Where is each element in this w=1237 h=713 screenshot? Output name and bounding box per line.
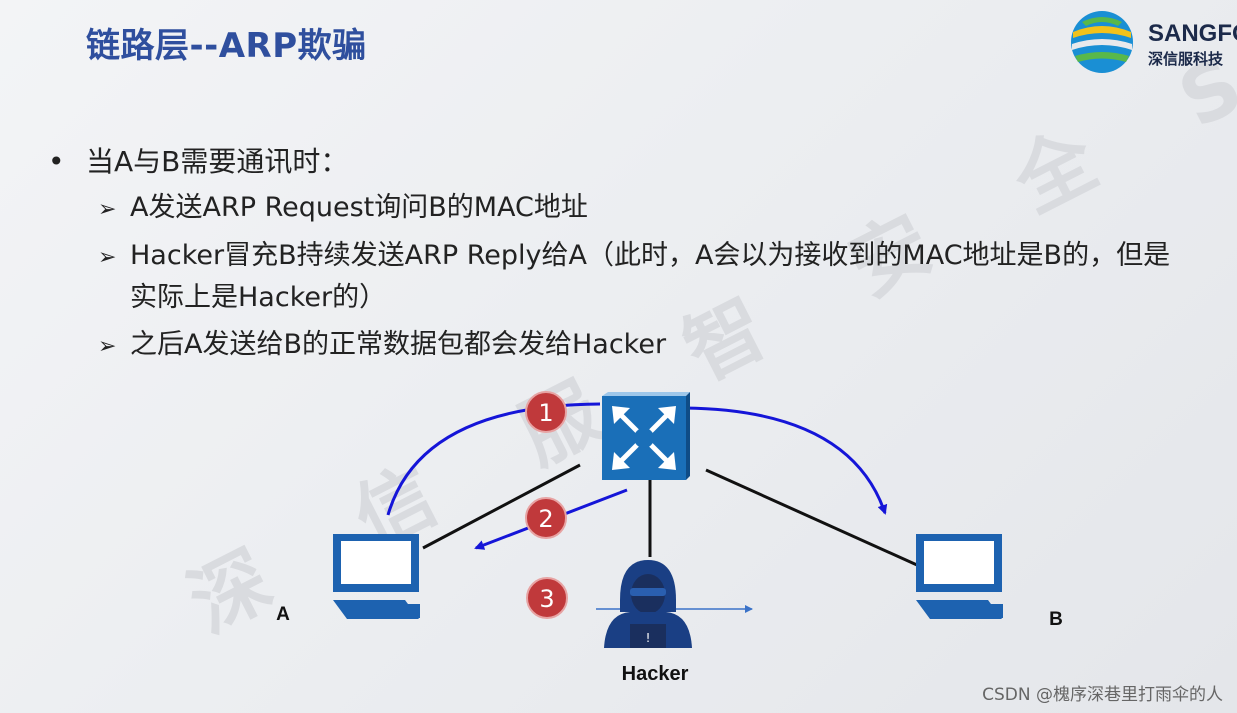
- step-3-badge: 3: [526, 577, 568, 619]
- step-1-badge: 1: [525, 391, 567, 433]
- computer-b-icon: [916, 534, 1003, 619]
- switch-icon: [602, 392, 690, 480]
- logo-globe-icon: [1071, 11, 1133, 73]
- main-bullet-text: 当A与B需要通讯时：: [86, 145, 349, 178]
- node-hacker-label: Hacker: [622, 663, 689, 685]
- link-switch-to-b: [705, 468, 918, 567]
- sub-bullet-text-continued: 实际上是Hacker的）: [130, 282, 387, 313]
- sub-bullet-text: Hacker冒充B持续发送ARP Reply给A（此时，A会以为接收到的MAC地…: [130, 240, 1171, 271]
- computer-a-icon: [333, 534, 420, 619]
- logo-brand-text: SANGFO: [1148, 20, 1237, 47]
- sub-bullet-1: ➢ A发送ARP Request询问B的MAC地址: [98, 188, 588, 230]
- sangfor-logo: SANGFO 深信服科技: [1068, 8, 1237, 78]
- sub-bullet-text: A发送ARP Request询问B的MAC地址: [130, 192, 588, 223]
- node-b-label: B: [1049, 609, 1063, 630]
- node-a-label: A: [276, 604, 290, 625]
- slide-title: 链路层--ARP欺骗: [86, 26, 367, 66]
- sub-bullet-3: ➢ 之后A发送给B的正常数据包都会发给Hacker: [98, 325, 666, 367]
- step-2-badge: 2: [525, 497, 567, 539]
- step-1-label: 1: [538, 399, 553, 427]
- main-bullet: • 当A与B需要通讯时：: [48, 140, 348, 180]
- arrow-request-switch-to-b: [684, 406, 888, 515]
- arrow-bullet-icon: ➢: [98, 197, 117, 222]
- hacker-icon: !: [604, 560, 692, 648]
- arrow-bullet-icon: ➢: [98, 334, 117, 359]
- step-2-label: 2: [538, 505, 553, 533]
- arrow-bullet-icon: ➢: [98, 245, 117, 270]
- logo-brand-cn-text: 深信服科技: [1148, 50, 1224, 68]
- sub-bullet-2: ➢ Hacker冒充B持续发送ARP Reply给A（此时，A会以为接收到的MAC…: [98, 236, 1170, 318]
- csdn-credit: CSDN @槐序深巷里打雨伞的人: [982, 685, 1223, 705]
- bullet-dot: •: [48, 145, 65, 178]
- step-3-label: 3: [539, 585, 554, 613]
- link-switch-to-a: [422, 463, 581, 550]
- sub-bullet-text: 之后A发送给B的正常数据包都会发给Hacker: [130, 329, 667, 360]
- svg-text:!: !: [646, 631, 651, 645]
- arrow-request-a-to-switch: [386, 402, 601, 516]
